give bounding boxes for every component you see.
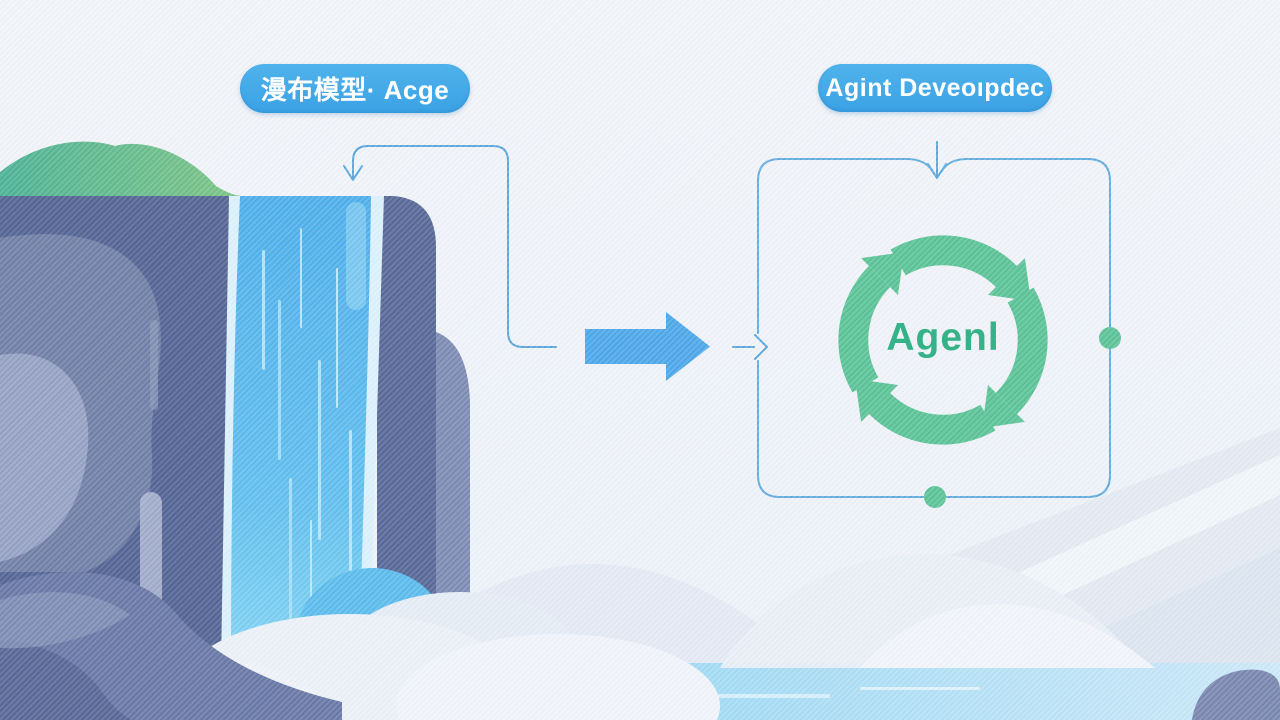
green-node-right: [1099, 327, 1121, 349]
foreground-rocks: [0, 571, 1280, 720]
waterfall-model-badge-label: 漫布模型· Acge: [260, 75, 450, 105]
waterfall-illustration: [0, 141, 1280, 720]
cliff-right-light: [436, 332, 470, 640]
connector-left: [352, 145, 557, 348]
rock-light: [0, 353, 89, 562]
chevron-right-icon: [754, 334, 768, 360]
agent-label: Agenl: [886, 316, 1000, 359]
right-arrow-icon: [585, 312, 710, 381]
agent-developer-badge: Agint Deveoıpdec: [818, 64, 1052, 112]
rock-stream-highlight: [150, 320, 158, 410]
connectors: [343, 141, 947, 360]
cliff-right: [377, 196, 436, 640]
waterfall-model-badge: 漫布模型· Acge: [240, 64, 470, 113]
agent-loop-box: [757, 158, 1111, 498]
agent-developer-badge-label: Agint Deveoıpdec: [825, 73, 1045, 102]
down-arrow-icon: [343, 165, 363, 181]
green-hill: [0, 141, 241, 200]
green-node-bottom: [924, 486, 946, 508]
